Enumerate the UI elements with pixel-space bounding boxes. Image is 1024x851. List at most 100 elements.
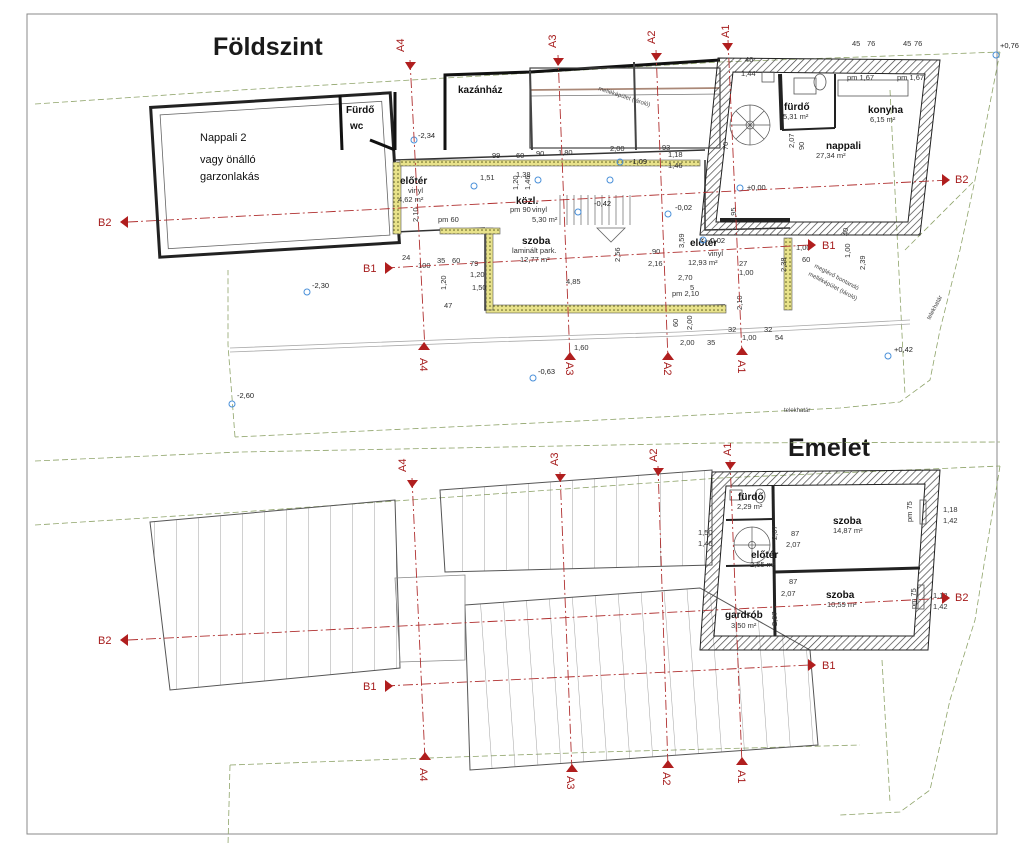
upper-eloter-label: előtér <box>751 550 778 561</box>
upper-szoba2-area: 10,59 m² <box>827 600 857 609</box>
eloter-floor: vinyl <box>408 186 423 195</box>
svg-text:1,20: 1,20 <box>511 175 520 190</box>
svg-text:45: 45 <box>852 39 860 48</box>
svg-text:87: 87 <box>789 577 797 586</box>
svg-text:90: 90 <box>652 247 660 256</box>
axis-b2-right: B2 <box>955 174 968 186</box>
svg-text:76: 76 <box>914 39 922 48</box>
section-markers-ground <box>120 43 950 360</box>
insulation-east <box>783 237 793 311</box>
level-l3: -2,30 <box>312 281 329 290</box>
svg-text:2,07: 2,07 <box>770 525 779 540</box>
axis-a4-bottom: A4 <box>417 358 429 371</box>
svg-text:35: 35 <box>707 338 715 347</box>
drawing-frame <box>26 13 998 835</box>
svg-text:1,80: 1,80 <box>558 148 573 157</box>
svg-text:1,18: 1,18 <box>943 505 958 514</box>
upper-szoba1-label: szoba <box>833 516 862 527</box>
svg-text:1,00: 1,00 <box>742 333 757 342</box>
svg-text:1,18: 1,18 <box>933 591 948 600</box>
svg-text:99: 99 <box>492 151 500 160</box>
svg-text:40: 40 <box>841 228 850 236</box>
plot-line-label-1: telekhatár <box>926 295 944 321</box>
svg-text:1,20: 1,20 <box>470 270 485 279</box>
upper-floor-title: Emelet <box>788 434 871 462</box>
axis-a1-upper-bottom: A1 <box>735 770 747 783</box>
svg-text:1,50: 1,50 <box>698 528 713 537</box>
axis-b1-upper-left: B1 <box>363 681 376 693</box>
svg-text:5: 5 <box>690 283 694 292</box>
svg-text:60: 60 <box>516 151 524 160</box>
axis-a4-upper-top: A4 <box>397 459 409 472</box>
svg-text:1,38: 1,38 <box>516 170 531 179</box>
upper-eloter-area: 2,65 m² <box>750 560 776 569</box>
furdo-wc-label-1: Fürdő <box>346 105 374 116</box>
svg-text:1,46: 1,46 <box>523 175 532 190</box>
axis-b2-upper-left: B2 <box>98 635 111 647</box>
svg-text:60: 60 <box>452 256 460 265</box>
svg-text:1,46: 1,46 <box>668 161 683 170</box>
svg-text:2,56: 2,56 <box>613 247 622 262</box>
level-l7: +0,76 <box>1000 41 1019 50</box>
svg-text:2,07: 2,07 <box>786 540 801 549</box>
insulation-szoba-south <box>485 304 727 314</box>
level-l5: -0,63 <box>538 367 555 376</box>
stair-landing <box>596 227 626 243</box>
svg-text:54: 54 <box>775 333 783 342</box>
level-l9: -0,02 <box>708 236 725 245</box>
upper-szoba2-label: szoba <box>826 590 855 601</box>
svg-text:1,20: 1,20 <box>439 275 448 290</box>
konyha-area: 6,15 m² <box>870 115 896 124</box>
svg-text:93: 93 <box>662 143 670 152</box>
level-l1: -2,34 <box>418 131 435 140</box>
svg-text:1,44: 1,44 <box>741 69 756 78</box>
axis-a2-top: A2 <box>646 31 658 44</box>
svg-text:79: 79 <box>470 259 478 268</box>
nappali-label: nappali <box>826 141 861 152</box>
kozl-pm: pm 90 <box>510 205 531 214</box>
spiral-stair-upper <box>733 526 771 564</box>
level-l10: -0,02 <box>675 203 692 212</box>
upper-pm75b: pm 75 <box>909 588 918 609</box>
pm60-label: pm 60 <box>438 215 459 224</box>
furdo-area: 5,31 m² <box>783 112 809 121</box>
svg-text:2,10: 2,10 <box>735 295 744 310</box>
plot-boundary-ground <box>34 51 1001 438</box>
svg-text:2,07: 2,07 <box>770 611 779 626</box>
level-l11: -0,42 <box>594 199 611 208</box>
svg-text:2,16: 2,16 <box>648 259 663 268</box>
axis-a2-upper-top: A2 <box>648 449 660 462</box>
svg-text:27: 27 <box>739 259 747 268</box>
szoba-floor: laminált park. <box>512 246 557 255</box>
svg-text:4,85: 4,85 <box>566 277 581 286</box>
axis-a2-bottom: A2 <box>661 362 673 375</box>
plot-line-label-2: telekhatár <box>784 408 810 414</box>
dimensions-upper: 1,50 1,46 87 2,07 87 2,07 1,18 1,42 1,18… <box>698 505 958 626</box>
axis-a3-top: A3 <box>547 35 559 48</box>
terrain-outline-2 <box>229 323 911 353</box>
svg-text:32: 32 <box>728 325 736 334</box>
roof-north-mid <box>439 469 713 573</box>
svg-text:2,07: 2,07 <box>787 133 796 148</box>
axis-a3-bottom: A3 <box>563 362 575 375</box>
svg-text:1,00: 1,00 <box>843 243 852 258</box>
svg-text:90: 90 <box>797 142 806 150</box>
axis-b2-upper-right: B2 <box>955 592 968 604</box>
pm167b-label: pm 1,67 <box>897 73 924 82</box>
axis-a4-upper-bottom: A4 <box>417 768 429 781</box>
upper-gardrob-label: gardrób <box>725 610 763 621</box>
kazanhaz-block <box>443 58 721 151</box>
insulation-north <box>399 159 701 167</box>
kozl-area: 5,30 m² <box>532 215 558 224</box>
nappali2-note-2: garzonlakás <box>200 171 260 183</box>
axis-a1-bottom: A1 <box>735 360 747 373</box>
svg-text:1,51: 1,51 <box>480 173 495 182</box>
svg-text:76: 76 <box>867 39 875 48</box>
kazanhaz-label: kazánház <box>458 85 502 96</box>
svg-text:60: 60 <box>671 319 680 327</box>
ground-floor-title: Földszint <box>213 33 323 61</box>
level-l4: -2,60 <box>237 391 254 400</box>
upper-szoba1-area: 14,87 m² <box>833 526 863 535</box>
svg-text:1,50: 1,50 <box>472 283 487 292</box>
kozl-floor: vinyl <box>532 205 547 214</box>
